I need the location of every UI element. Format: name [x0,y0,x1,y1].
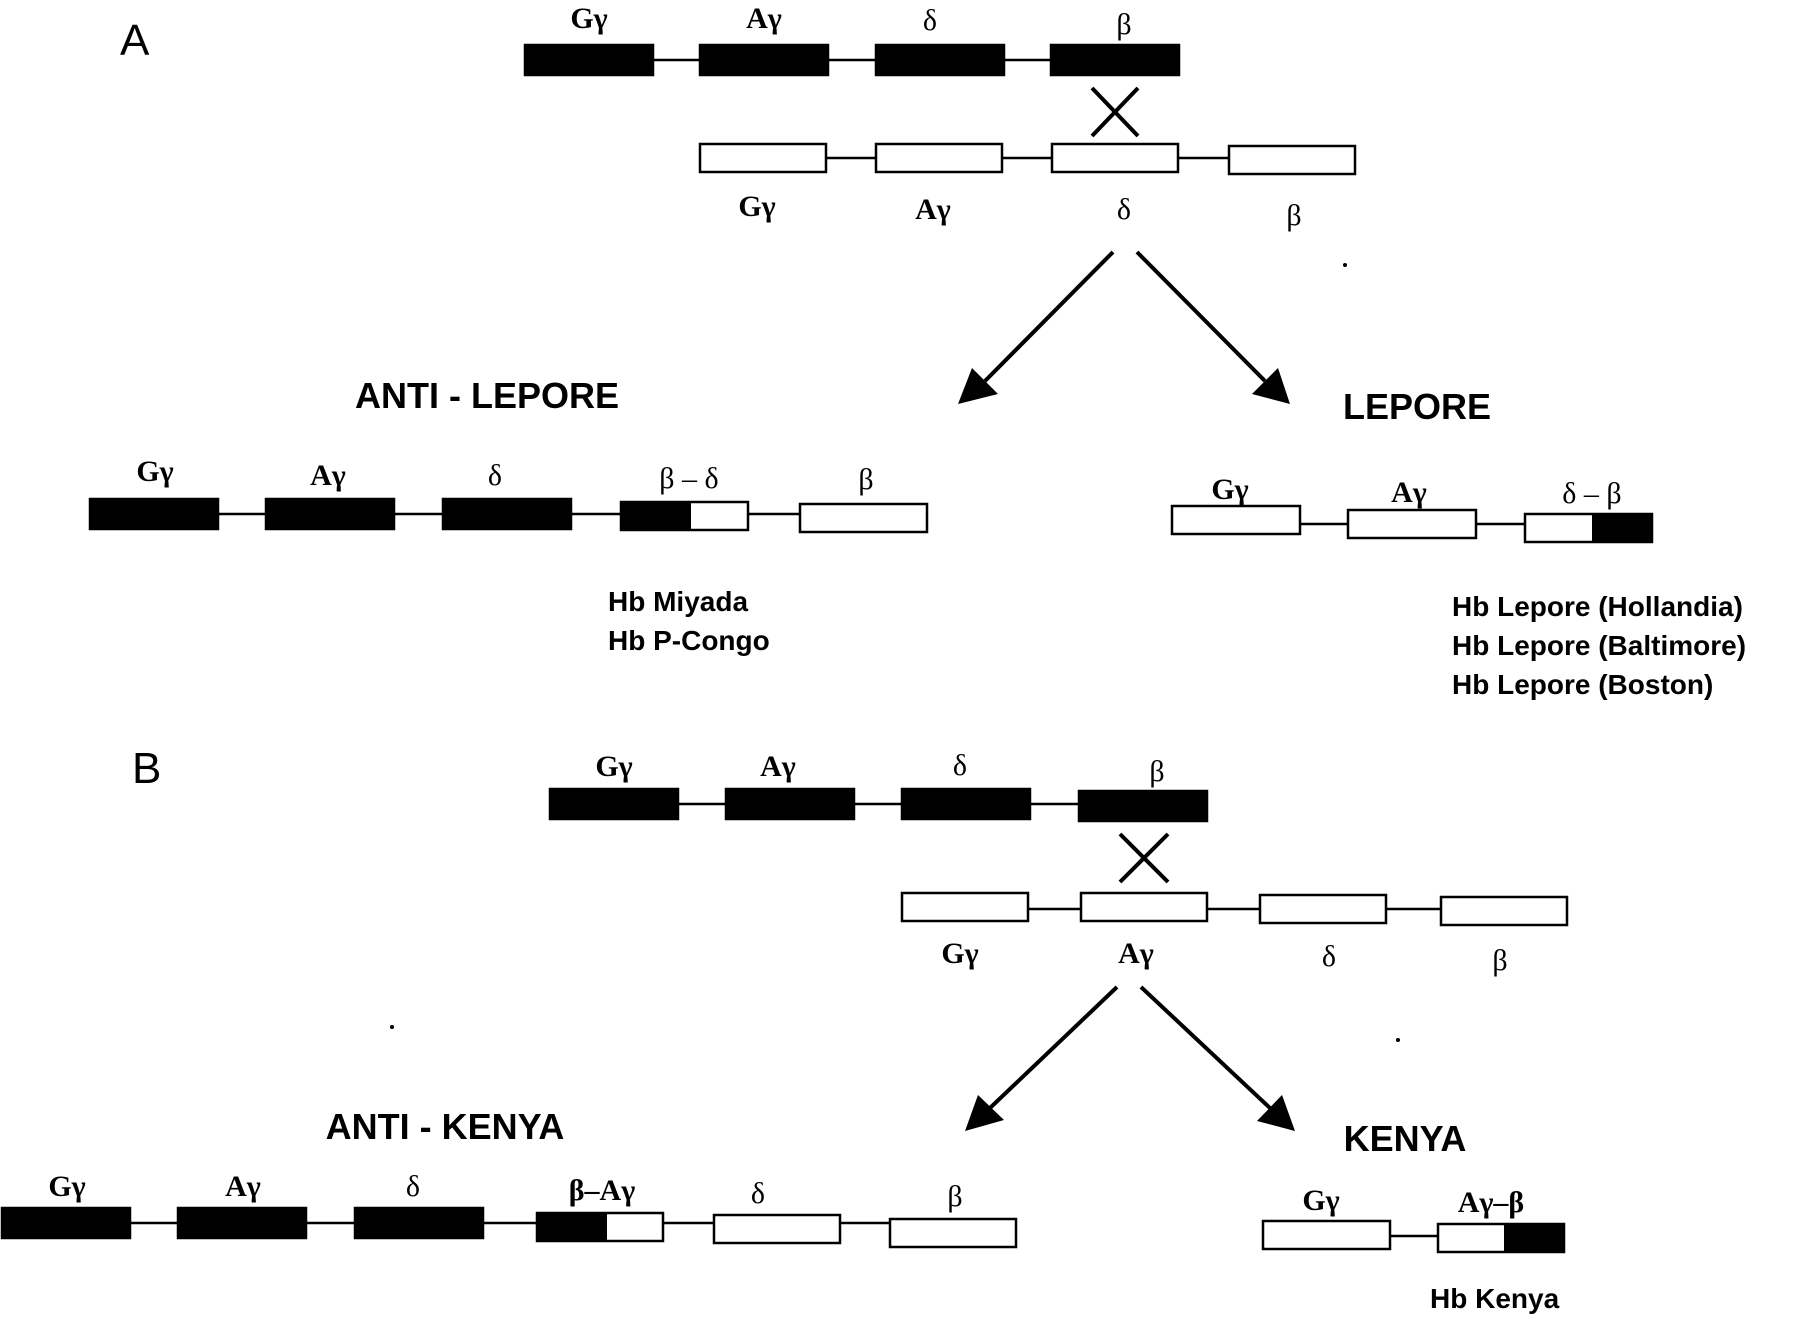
gene-label: δ [953,749,967,782]
product-title: KENYA [1344,1118,1467,1159]
gene-label: δ [488,459,502,492]
crossover-x-icon [1118,832,1170,884]
gene-box-delta-beta-hybrid [1523,512,1654,544]
gene-label: Gγ [738,190,775,223]
hemoglobin-name: Hb Kenya [1430,1283,1560,1314]
gene-box-beta [1049,43,1181,77]
gene-label: δ [1322,940,1336,973]
arrow-left-icon [965,985,1119,1131]
gene-box-g-gamma [88,497,220,531]
panel-a-bottom-chromosome: Gγ Aγ δ β [698,142,1357,232]
gene-label: Aγ [310,459,346,492]
gene-box-a-gamma [874,142,1004,174]
gene-label: Aγ–β [1458,1186,1525,1219]
arrow-left-icon [958,250,1115,404]
speck [1343,263,1347,267]
hemoglobin-name: Hb Lepore (Boston) [1452,669,1713,700]
gene-label: β–Aγ [569,1174,636,1207]
gene-label: β [1492,944,1507,977]
panel-a-letter: A [120,16,150,65]
anti-kenya-product: ANTI - KENYA Gγ Aγ δ β–Aγ δ β [0,1106,1018,1249]
panel-b-bottom-chromosome: Gγ Aγ δ β [900,891,1569,977]
gene-box-delta [353,1206,485,1240]
gene-box-beta-delta-hybrid [619,500,750,532]
product-title: ANTI - KENYA [326,1106,565,1147]
anti-lepore-product: ANTI - LEPORE Gγ Aγ δ β – δ β Hb Miyada … [88,375,929,656]
gene-box-g-gamma [548,787,680,821]
gene-box-g-gamma [1170,504,1302,536]
gene-box-beta [1227,144,1357,176]
gene-box-delta [441,497,573,531]
gene-label: δ [406,1170,420,1203]
gene-box-beta [798,502,929,534]
gene-label: Aγ [760,750,796,783]
gene-label: β [1149,755,1164,788]
gene-label: Aγ [746,2,782,35]
panel-a-top-chromosome: Gγ Aγ δ β [523,2,1181,77]
gene-label: δ – β [1562,477,1621,510]
gene-box-beta [888,1217,1018,1249]
hemoglobin-name: Hb Lepore (Baltimore) [1452,630,1746,661]
gene-label: β [947,1180,962,1213]
gene-box-g-gamma [0,1206,132,1240]
gene-label: Gγ [941,937,978,970]
gene-label: β [1286,199,1301,232]
gene-box-a-gamma [1079,891,1209,923]
gene-box-a-gamma [176,1206,308,1240]
gene-label: β – δ [659,462,718,495]
gene-label: Gγ [48,1170,85,1203]
hemoglobin-name: Hb Lepore (Hollandia) [1452,591,1743,622]
gene-box-g-gamma [900,891,1030,923]
gene-box-delta [1050,142,1180,174]
arrow-right-icon [1139,985,1295,1131]
hemoglobin-name: Hb P-Congo [608,625,770,656]
panel-b-top-chromosome: Gγ Aγ δ β [548,749,1209,823]
gene-box-beta [1077,789,1209,823]
panel-b-letter: B [132,744,161,793]
hemoglobin-name: Hb Miyada [608,586,748,617]
crossover-x-icon [1090,86,1140,138]
gene-label: Gγ [136,455,173,488]
gene-box-g-gamma [698,142,828,174]
gene-box-delta [712,1213,842,1245]
panel-a: A Gγ Aγ δ β Gγ Aγ δ β [88,2,1746,700]
speck [1396,1038,1400,1042]
gene-box-delta [1258,893,1388,925]
gene-box-a-gamma [698,43,830,77]
gene-label: β [1116,8,1131,41]
gene-box-delta [874,43,1006,77]
gene-label: Gγ [570,2,607,35]
gene-label: Gγ [595,750,632,783]
gene-box-delta [900,787,1032,821]
gene-label: Aγ [1391,476,1427,509]
arrow-right-icon [1135,250,1290,404]
kenya-product: KENYA Gγ Aγ–β Hb Kenya [1261,1118,1566,1314]
gene-label: Aγ [225,1170,261,1203]
gene-label: Aγ [915,193,951,226]
gene-box-a-gamma [1346,508,1478,540]
panel-b: B Gγ Aγ δ β Gγ Aγ δ β [0,744,1569,1314]
gene-box-g-gamma [523,43,655,77]
gene-label: Aγ [1118,937,1154,970]
gene-box-g-gamma [1261,1219,1392,1251]
gene-box-a-gamma [264,497,396,531]
gene-box-beta [1439,895,1569,927]
gene-label: δ [751,1177,765,1210]
gene-label: δ [1117,193,1131,226]
product-title: LEPORE [1343,386,1491,427]
lepore-product: LEPORE Gγ Aγ δ – β Hb Lepore (Hollandia)… [1170,386,1746,700]
gene-box-a-gamma-beta-hybrid [1436,1222,1566,1254]
gene-box-a-gamma [724,787,856,821]
product-title: ANTI - LEPORE [355,375,619,416]
gene-label: Gγ [1211,473,1248,506]
gene-label: Gγ [1302,1184,1339,1217]
gene-box-beta-a-gamma-hybrid [535,1211,665,1243]
gene-label: δ [923,4,937,37]
gene-label: β [858,463,873,496]
speck [390,1025,394,1029]
